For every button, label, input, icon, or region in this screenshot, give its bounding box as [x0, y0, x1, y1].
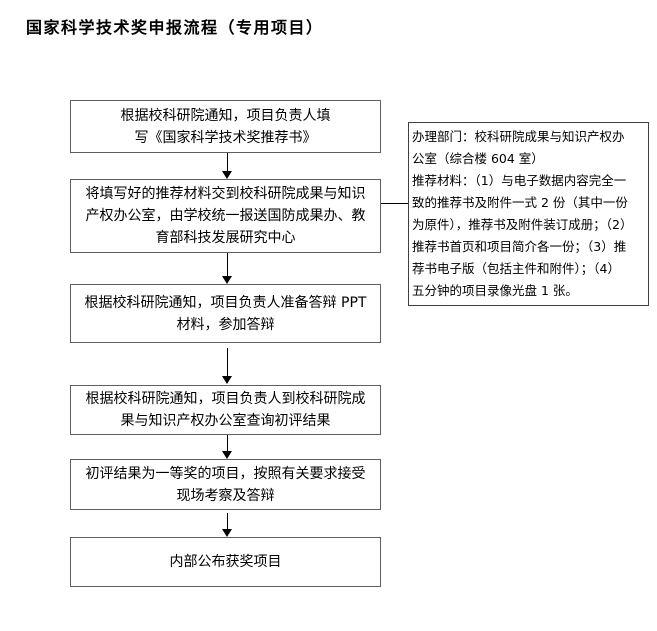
flow-step-1-text: 写《国家科学技术奖推荐书》 [134, 129, 317, 146]
flow-step-2: 将填写好的推荐材料交到校科研院成果与知识 产权办公室，由学校统一报送国防成果办、… [70, 179, 381, 253]
flow-step-5: 初评结果为一等奖的项目，按照有关要求接受 现场考察及答辩 [70, 459, 381, 510]
note-text: 致的推荐书及附件一式 2 份（其中一份 [412, 195, 628, 210]
flow-step-2-text: 育部科技发展研究中心 [155, 230, 296, 246]
note-connector-line [381, 203, 409, 204]
arrow-shaft [226, 153, 228, 173]
note-text: 公室（综合楼 604 室） [412, 151, 544, 166]
flow-step-3: 根据校科研院通知，项目负责人准备答辩 PPT 材料，参加答辩 [70, 284, 381, 343]
flow-step-5-text: 初评结果为一等奖的项目，按照有关要求接受 [85, 465, 366, 482]
arrow-down-icon [222, 435, 232, 459]
arrow-down-icon [222, 348, 232, 384]
arrow-down-icon [222, 253, 232, 284]
flow-step-3-text: 根据校科研院通知，项目负责人准备答辩 PPT [84, 294, 367, 311]
flow-step-4: 根据校科研院通知，项目负责人到校科研院成 果与知识产权办公室查询初评结果 [70, 385, 381, 435]
arrowhead-icon [222, 376, 232, 384]
flow-step-1: 根据校科研院通知，项目负责人填 写《国家科学技术奖推荐书》 [70, 100, 381, 153]
flow-step-4-text: 果与知识产权办公室查询初评结果 [120, 413, 331, 429]
note-text: 荐书电子版（包括主件和附件）；（4） [412, 261, 620, 276]
flow-step-3-text: 材料，参加答辩 [176, 316, 275, 333]
flow-step-2-text: 产权办公室，由学校统一报送国防成果办、教 [85, 208, 366, 224]
flow-step-6-text: 内部公布获奖项目 [169, 554, 282, 570]
flow-step-2-text: 将填写好的推荐材料交到校科研院成果与知识 [85, 186, 366, 202]
note-text: 推荐材料：（1）与电子数据内容完全一 [412, 173, 627, 188]
arrow-shaft [226, 513, 228, 531]
arrow-down-icon [222, 153, 232, 179]
note-box: 办理部门：校科研院成果与知识产权办 公室（综合楼 604 室） 推荐材料：（1）… [408, 122, 649, 306]
flow-step-6: 内部公布获奖项目 [70, 537, 381, 587]
note-text: 办理部门：校科研院成果与知识产权办 [412, 129, 625, 144]
arrow-shaft [226, 435, 228, 453]
arrowhead-icon [222, 529, 232, 537]
flow-step-1-text: 根据校科研院通知，项目负责人填 [120, 107, 331, 124]
note-text: 五分钟的项目录像光盘 1 张。 [412, 283, 578, 298]
page-title: 国家科学技术奖申报流程（专用项目） [26, 18, 324, 37]
flow-step-4-text: 根据校科研院通知，项目负责人到校科研院成 [85, 391, 366, 407]
arrowhead-icon [222, 276, 232, 284]
arrow-shaft [226, 253, 228, 278]
arrowhead-icon [222, 451, 232, 459]
arrowhead-icon [222, 171, 232, 179]
arrow-shaft [226, 348, 228, 378]
arrow-down-icon [222, 513, 232, 537]
flow-step-5-text: 现场考察及答辩 [176, 487, 275, 504]
note-text: 推荐书首页和项目简介各一份；（3）推 [412, 239, 627, 254]
note-text: 为原件），推荐书及附件装订成册；（2） [412, 217, 633, 232]
